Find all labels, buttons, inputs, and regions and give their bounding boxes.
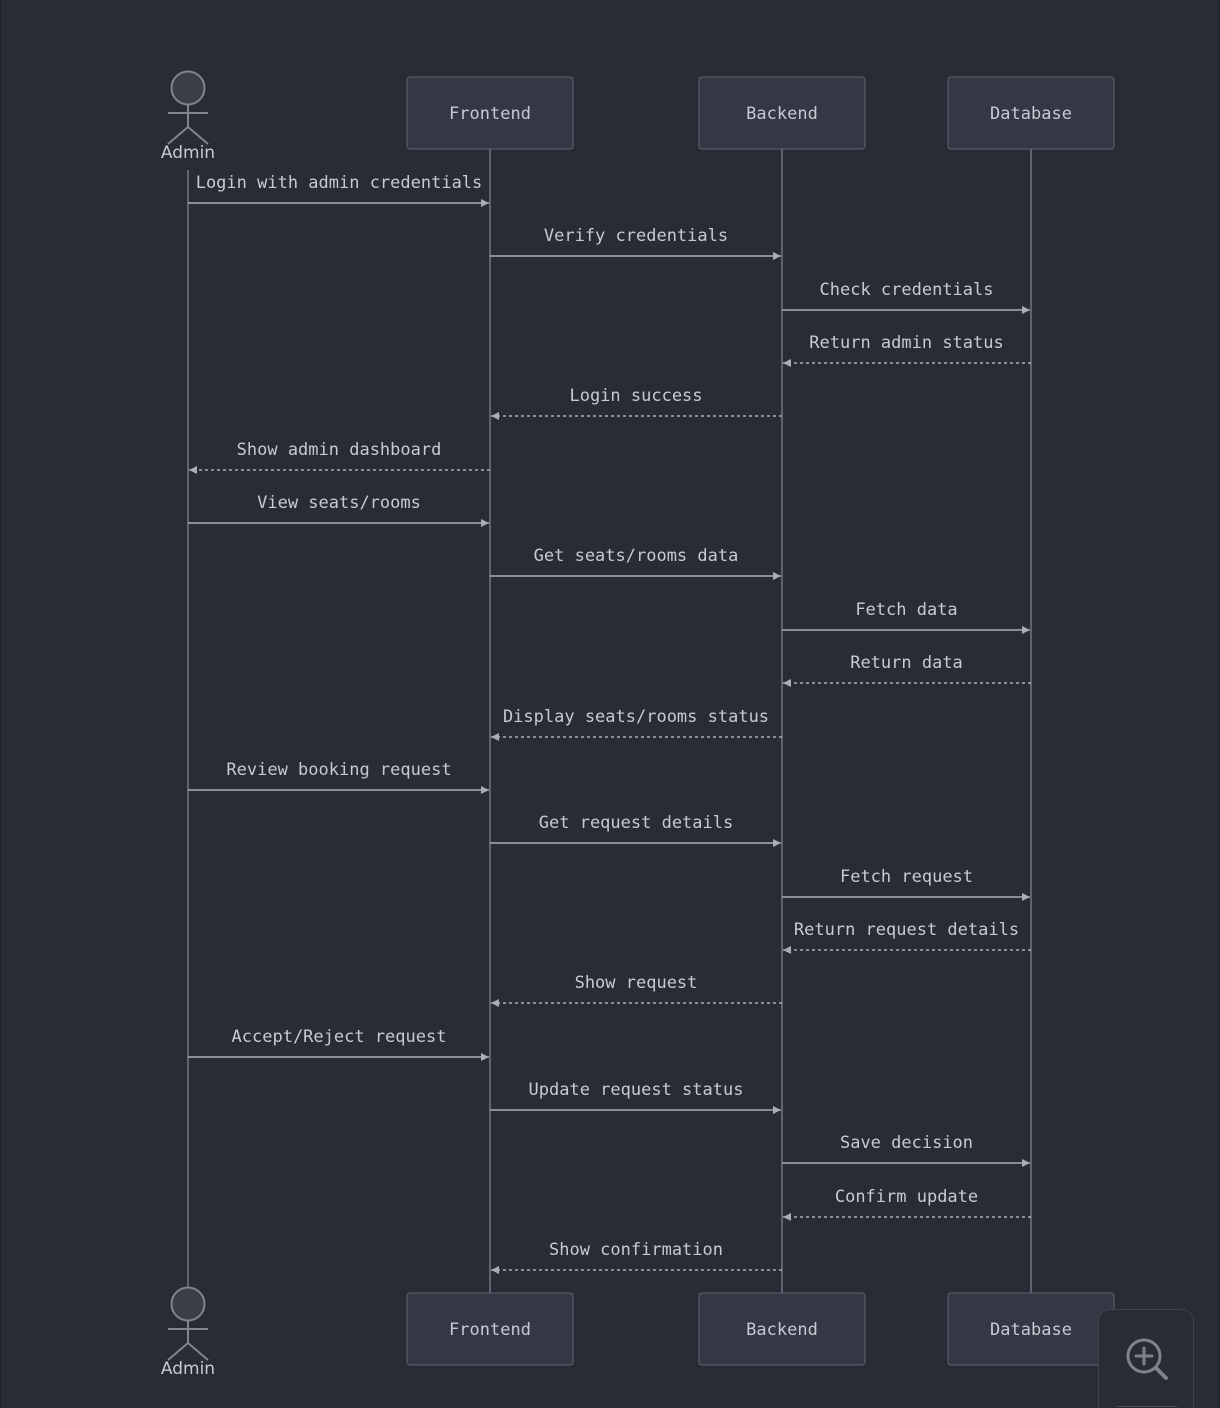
actor-head-icon (170, 1286, 206, 1322)
zoom-divider (1117, 1406, 1177, 1407)
message-label: Fetch data (855, 600, 957, 620)
message-label: Confirm update (835, 1187, 978, 1207)
participant-box-backend-top (698, 76, 866, 150)
actor-admin-bottom: Admin (161, 1286, 215, 1379)
participant-label-frontend-top: Frontend (449, 104, 531, 124)
participant-box-frontend-bottom (406, 1292, 574, 1366)
actor-leg-right (187, 1342, 209, 1361)
participant-label-database-top: Database (990, 104, 1072, 124)
message-label: Login with admin credentials (196, 173, 483, 193)
message-label: Show request (575, 973, 698, 993)
participant-label-backend-bottom: Backend (746, 1320, 818, 1340)
participant-box-backend-bottom (698, 1292, 866, 1366)
message-label: Show admin dashboard (237, 440, 442, 460)
message-label: Fetch request (840, 867, 973, 887)
actor-head-icon (170, 70, 206, 106)
message-label: Return admin status (809, 333, 1003, 353)
message-label: View seats/rooms (257, 493, 421, 513)
participant-box-frontend-top (406, 76, 574, 150)
message-label: Display seats/rooms status (503, 707, 769, 727)
message-label: Login success (569, 386, 702, 406)
message-label: Accept/Reject request (232, 1027, 447, 1047)
actor-leg-left (167, 126, 189, 145)
actor-leg-right (187, 126, 209, 145)
participant-label-backend-top: Backend (746, 104, 818, 124)
message-label: Return request details (794, 920, 1019, 940)
message-label: Update request status (529, 1080, 744, 1100)
message-label: Check credentials (820, 280, 994, 300)
message-label: Get seats/rooms data (534, 546, 739, 566)
actor-label: Admin (161, 1359, 215, 1379)
message-label: Show confirmation (549, 1240, 723, 1260)
message-label: Review booking request (226, 760, 451, 780)
message-label: Verify credentials (544, 226, 728, 246)
participant-box-database-top (947, 76, 1115, 150)
zoom-in-button[interactable] (1099, 1310, 1195, 1408)
actor-admin-top: Admin (161, 70, 215, 163)
message-label: Save decision (840, 1133, 973, 1153)
message-label: Return data (850, 653, 963, 673)
participant-label-database-bottom: Database (990, 1320, 1072, 1340)
actor-leg-left (167, 1342, 189, 1361)
zoom-controls (1098, 1309, 1194, 1408)
message-label: Get request details (539, 813, 733, 833)
participant-label-frontend-bottom: Frontend (449, 1320, 531, 1340)
actor-label: Admin (161, 143, 215, 163)
zoom-in-icon (1126, 1338, 1168, 1380)
